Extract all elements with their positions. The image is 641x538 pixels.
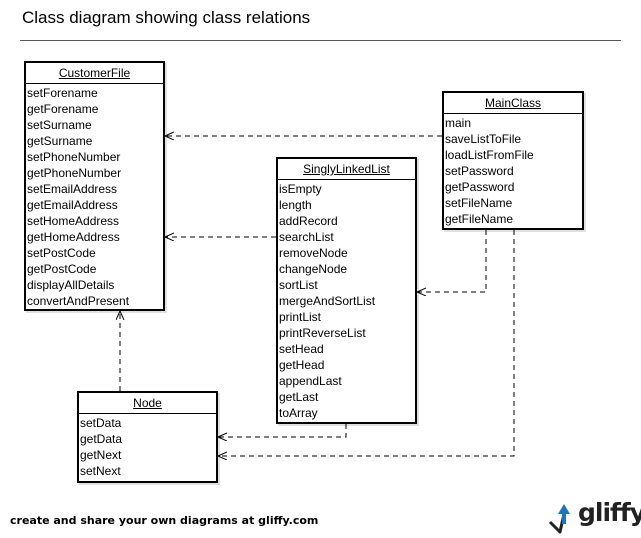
method-item: getHomeAddress: [27, 230, 120, 244]
class-customer-file[interactable]: CustomerFile setForename getForename set…: [24, 61, 165, 311]
method-item: setPhoneNumber: [27, 150, 121, 164]
method-item: addRecord: [279, 214, 338, 228]
method-item: loadListFromFile: [445, 148, 534, 162]
method-item: setHomeAddress: [27, 214, 120, 228]
relation-mainclass-to-node: [218, 230, 515, 456]
method-item: setFileName: [445, 196, 513, 210]
method-list: setData getData getNext setNext: [79, 414, 216, 479]
method-item: getSurname: [27, 134, 93, 148]
method-item: toArray: [279, 406, 318, 420]
method-item: setNext: [80, 464, 121, 478]
method-item: displayAllDetails: [27, 278, 115, 292]
method-item: appendLast: [279, 374, 342, 388]
method-item: getData: [80, 432, 123, 446]
method-item: mergeAndSortList: [279, 294, 376, 308]
method-item: getPassword: [445, 180, 515, 194]
method-item: convertAndPresent: [27, 294, 130, 308]
method-item: removeNode: [279, 246, 348, 260]
method-item: getHead: [279, 358, 325, 372]
method-item: setPassword: [445, 164, 514, 178]
method-item: changeNode: [279, 262, 348, 276]
method-item: getNext: [80, 448, 122, 462]
method-list: isEmpty length addRecord searchList remo…: [278, 180, 415, 421]
title-divider: [20, 40, 621, 41]
method-item: getLast: [279, 390, 319, 404]
relation-linkedlist-to-node: [218, 424, 347, 437]
gliffy-logo-icon: [548, 504, 570, 534]
method-item: getPostCode: [27, 262, 97, 276]
relation-mainclass-to-linkedlist: [417, 230, 487, 292]
method-item: setEmailAddress: [27, 182, 118, 196]
method-item: main: [445, 116, 472, 130]
class-node[interactable]: Node setData getData getNext setNext: [77, 391, 218, 483]
class-singly-linked-list[interactable]: SinglyLinkedList isEmpty length addRecor…: [276, 157, 417, 424]
class-name: SinglyLinkedList: [278, 159, 415, 180]
method-item: printList: [279, 310, 322, 324]
class-name: CustomerFile: [26, 63, 163, 84]
method-item: getForename: [27, 102, 99, 116]
method-item: setPostCode: [27, 246, 96, 260]
class-name: Node: [79, 393, 216, 414]
method-list: setForename getForename setSurname getSu…: [26, 84, 163, 309]
method-item: sortList: [279, 278, 318, 292]
class-main-class[interactable]: MainClass main saveListToFile loadListFr…: [442, 91, 584, 230]
method-item: searchList: [279, 230, 334, 244]
method-item: length: [279, 198, 312, 212]
diagram-title: Class diagram showing class relations: [22, 8, 311, 27]
method-item: saveListToFile: [445, 132, 522, 146]
method-item: getPhoneNumber: [27, 166, 122, 180]
method-item: setSurname: [27, 118, 92, 132]
footer-promo-link[interactable]: create and share your own diagrams at gl…: [10, 514, 319, 527]
method-item: getFileName: [445, 212, 514, 226]
method-item: setData: [80, 416, 122, 430]
method-item: isEmpty: [279, 182, 322, 196]
gliffy-logo-text: gliffy: [578, 498, 641, 527]
method-item: setForename: [27, 86, 98, 100]
method-item: setHead: [279, 342, 324, 356]
class-name: MainClass: [444, 93, 582, 114]
method-list: main saveListToFile loadListFromFile set…: [444, 114, 582, 227]
method-item: getEmailAddress: [27, 198, 118, 212]
method-item: printReverseList: [279, 326, 366, 340]
